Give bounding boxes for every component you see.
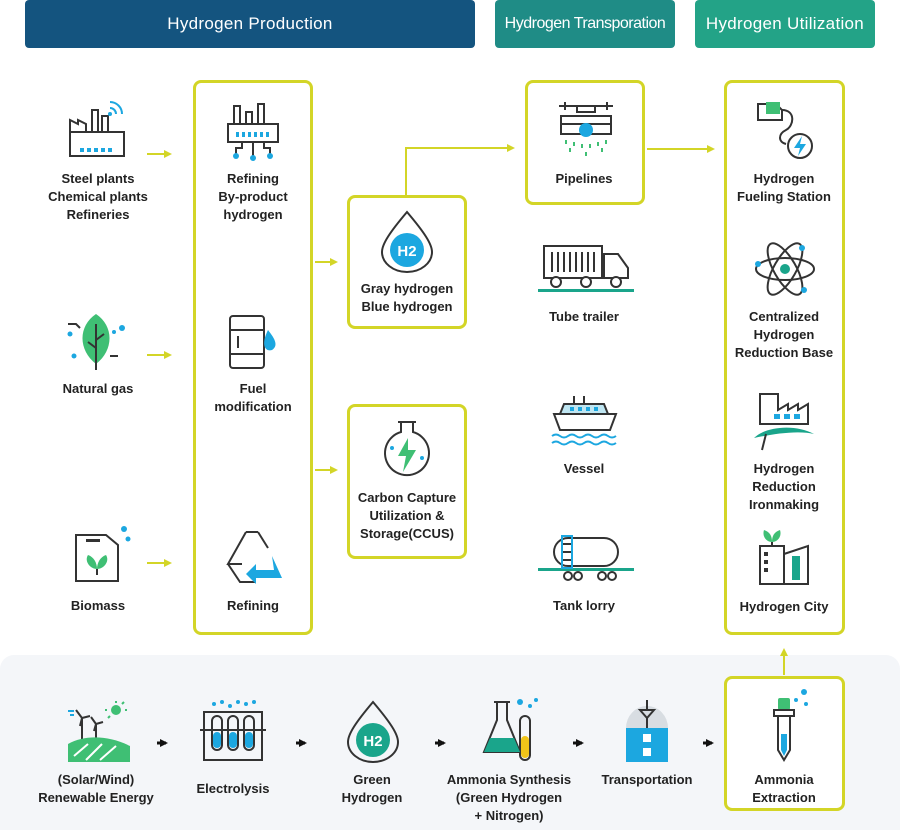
factory-icon	[69, 101, 125, 157]
transport-tube-trailer: Tube trailer	[549, 309, 619, 324]
ironmaking-icon	[754, 393, 814, 451]
chain-ammonia-3: + Nitrogen)	[474, 808, 544, 823]
blue-hydrogen-label: Blue hydrogen	[361, 299, 453, 314]
source-natural-gas: Natural gas	[62, 381, 134, 396]
pipeline-icon	[559, 102, 613, 156]
ccus-line-3: Storage(CCUS)	[360, 526, 454, 541]
h2-drop-icon: H2	[380, 210, 434, 273]
util-ironmaking-1: Hydrogen	[753, 461, 815, 476]
source-refineries: Refineries	[66, 207, 130, 222]
pipelines-box	[525, 80, 645, 205]
chain-extraction-1: Ammonia	[754, 772, 814, 787]
green-h2-drop-icon: H2	[346, 700, 400, 763]
utilization-panel	[724, 80, 845, 635]
leaf-icon	[67, 314, 125, 370]
transport-pipelines: Pipelines	[555, 171, 613, 186]
ammonia-synthesis-icon	[482, 698, 538, 761]
util-hydrogen-city: Hydrogen City	[739, 599, 829, 614]
chain-transportation: Transportation	[601, 772, 693, 787]
barrel-icon	[229, 315, 276, 369]
green-h2-symbol: H2	[363, 733, 382, 750]
util-ironmaking-3: Ironmaking	[748, 497, 820, 512]
chain-green-1: Green	[353, 772, 391, 787]
production-header: Hydrogen Production	[25, 0, 475, 48]
chain-renewable-1: (Solar/Wind)	[57, 772, 135, 787]
util-fueling-2: Fueling Station	[737, 189, 831, 204]
source-chemical: Chemical plants	[48, 189, 148, 204]
chain-ammonia-1: Ammonia Synthesis	[446, 772, 572, 787]
chain-electrolysis: Electrolysis	[196, 781, 270, 796]
process-panel	[193, 80, 313, 635]
ccus-box	[347, 404, 467, 559]
vessel-icon	[551, 396, 618, 446]
transport-tank-lorry: Tank lorry	[553, 598, 615, 613]
city-icon	[759, 530, 809, 585]
tube-trailer-icon	[538, 245, 634, 292]
refinery-icon	[227, 103, 279, 161]
gray-hydrogen-label: Gray hydrogen	[360, 281, 454, 296]
tank-lorry-icon	[538, 535, 634, 581]
ccus-line-1: Carbon Capture	[357, 490, 457, 505]
chain-green-2: Hydrogen	[341, 790, 403, 805]
electrolysis-icon	[200, 700, 266, 761]
atom-icon	[755, 242, 815, 296]
biomass-icon	[75, 526, 131, 582]
chain-extraction-2: Extraction	[752, 790, 816, 805]
dropper-icon	[773, 689, 808, 762]
util-fueling-1: Hydrogen	[753, 171, 815, 186]
h2-symbol: H2	[397, 243, 416, 260]
renewable-icon	[68, 701, 130, 762]
util-centralized-1: Centralized	[748, 309, 820, 324]
process-hydrogen-label: hydrogen	[223, 207, 283, 222]
utilization-header: Hydrogen Utilization	[695, 0, 875, 48]
util-ironmaking-2: Reduction	[752, 479, 816, 494]
recycle-icon	[226, 531, 282, 584]
process-modification: modification	[214, 399, 292, 414]
util-centralized-2: Hydrogen	[753, 327, 815, 342]
container-icon	[626, 700, 668, 762]
fueling-station-icon	[757, 102, 813, 159]
chain-ammonia-2: (Green Hydrogen	[455, 790, 563, 805]
util-centralized-3: Reduction Base	[734, 345, 834, 360]
source-steel: Steel plants	[61, 171, 135, 186]
process-byproduct-label: By-product	[218, 189, 288, 204]
transport-vessel: Vessel	[563, 461, 605, 476]
chain-renewable-2: Renewable Energy	[38, 790, 154, 805]
transportation-header: Hydrogen Transporation	[495, 0, 675, 48]
process-refining: Refining	[227, 598, 279, 613]
process-refining-byproduct: Refining	[227, 171, 279, 186]
source-biomass: Biomass	[70, 598, 126, 613]
flask-bolt-icon	[384, 421, 430, 477]
process-fuel: Fuel	[239, 381, 267, 396]
ccus-line-2: Utilization &	[369, 508, 445, 523]
